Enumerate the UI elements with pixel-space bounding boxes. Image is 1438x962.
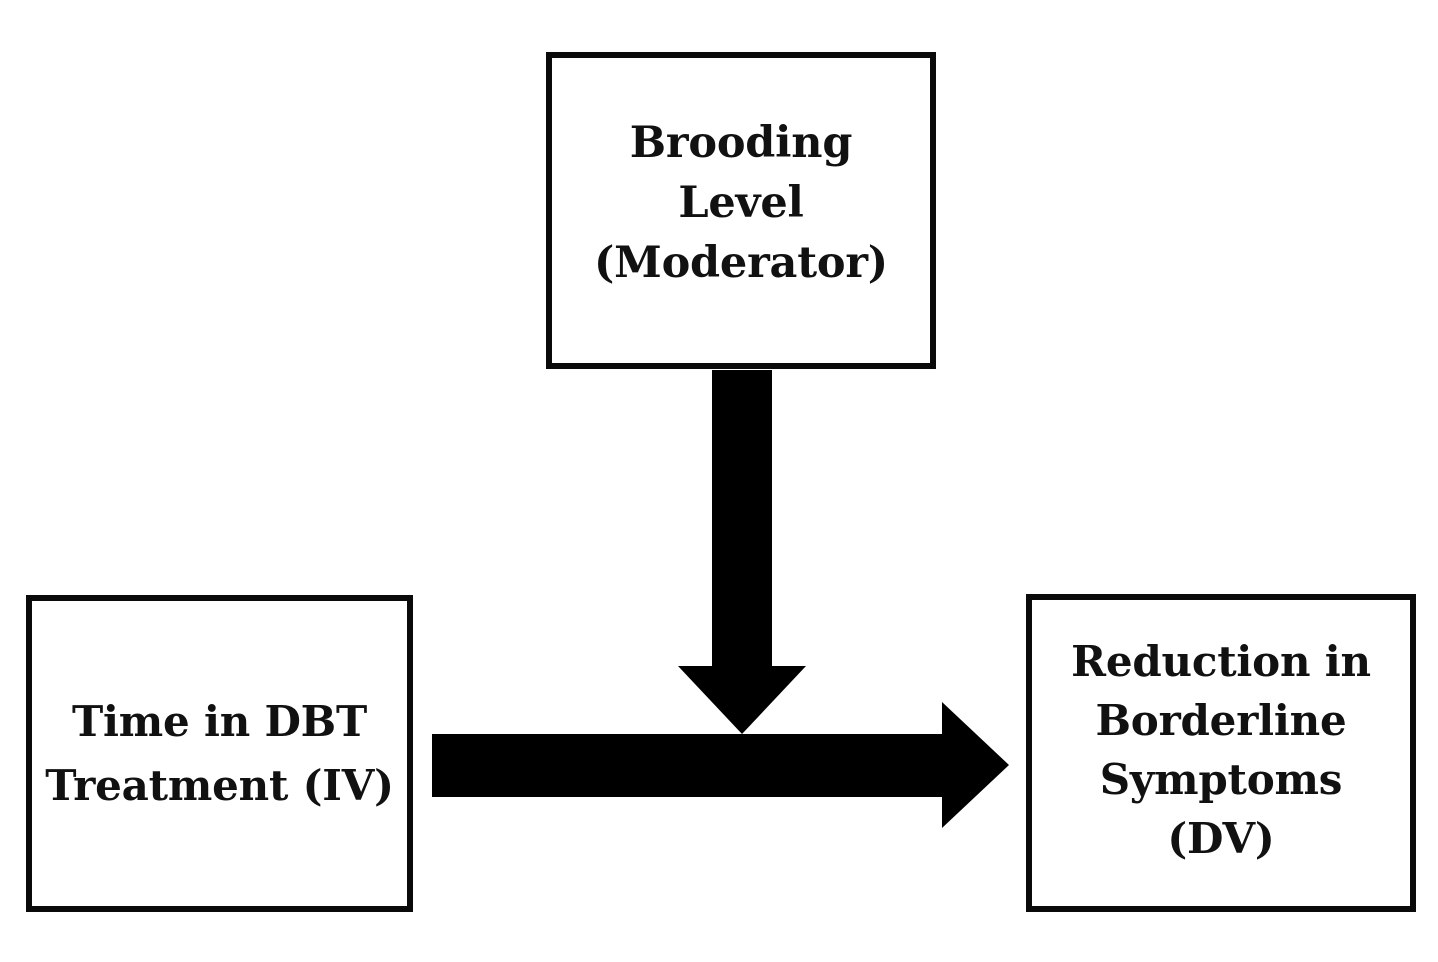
independent-variable-node-box: Time in DBT Treatment (IV) bbox=[26, 595, 413, 912]
moderator-node-box: Brooding Level (Moderator) bbox=[546, 52, 936, 369]
dependent-variable-node-label: Reduction in Borderline Symptoms (DV) bbox=[1071, 637, 1371, 863]
treatment-effect-right-arrow-icon bbox=[432, 702, 1009, 828]
moderator-down-arrow-icon bbox=[678, 370, 806, 734]
treatment-effect-right-arrow-shape bbox=[432, 702, 1009, 828]
dependent-variable-node-box: Reduction in Borderline Symptoms (DV) bbox=[1026, 594, 1416, 912]
moderator-down-arrow-shape bbox=[678, 370, 806, 734]
independent-variable-node-label: Time in DBT Treatment (IV) bbox=[45, 696, 394, 810]
moderator-node-label: Brooding Level (Moderator) bbox=[594, 117, 888, 288]
